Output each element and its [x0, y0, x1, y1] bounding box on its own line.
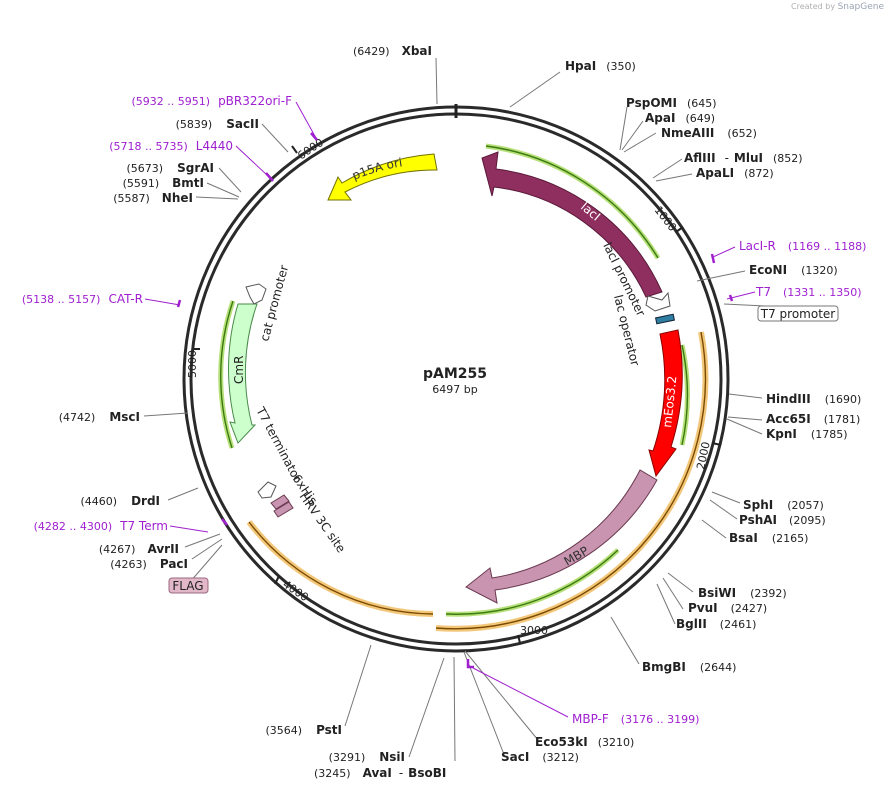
site-ApaLI: ApaLI(872) — [696, 166, 774, 180]
MBP-feature[interactable] — [465, 469, 658, 604]
site-labels-right: HpaI(350) PspOMI(645) ApaI(649) NmeAIII(… — [501, 59, 861, 764]
site-BsaI: BsaI(2165) — [729, 531, 808, 545]
FLAG-leader — [189, 544, 223, 583]
site-BmgBI: BmgBI(2644) — [642, 660, 736, 674]
site-ApaI: ApaI(649) — [645, 111, 715, 125]
site-SgrAI: (5673)SgrAI — [127, 161, 214, 175]
HRV-3C-block — [273, 501, 294, 518]
mEos-label: mEos3.2 — [660, 375, 679, 428]
CmR-feature[interactable] — [228, 303, 258, 444]
site-NsiI: (3291)NsiI — [329, 750, 405, 764]
site-AvrII: (4267)AvrII — [99, 542, 179, 556]
T7-terminator-arrow — [257, 481, 277, 499]
p15A-ori-feature[interactable] — [327, 153, 438, 201]
plasmid-name: pAM255 — [423, 366, 487, 382]
CmR-label: CmR — [232, 356, 246, 384]
tick-mark — [291, 145, 298, 154]
primer-LacI-R: LacI-R(1169 .. 1188) — [739, 239, 866, 253]
site-PshAI: PshAI(2095) — [739, 513, 826, 527]
leader-lines — [143, 57, 763, 762]
primer-T7: T7(1331 .. 1350) — [755, 285, 862, 299]
FLAG-box: FLAG — [168, 577, 209, 594]
lac-operator-block — [654, 313, 676, 325]
site-HpaI: HpaI(350) — [565, 59, 636, 73]
site-Acc65I: Acc65I(1781) — [766, 412, 860, 426]
6xHis-block — [270, 494, 290, 510]
T7-promoter-box: T7 promoter — [757, 305, 839, 322]
site-BmtI: (5591)BmtI — [123, 176, 204, 190]
svg-text:FLAG: FLAG — [172, 579, 203, 593]
T7-promoter-leader — [723, 303, 766, 307]
snapgene-logo: SnapGene — [837, 2, 884, 12]
primer-L4440: (5718 .. 5735)L4440 — [109, 139, 233, 153]
svg-text:T7 promoter: T7 promoter — [760, 307, 836, 321]
orf-arcs — [218, 143, 709, 632]
primer-labels: (5932 .. 5951)pBR322ori-F (5718 .. 5735)… — [22, 94, 867, 726]
primer-MBP-F: MBP-F(3176 .. 3199) — [572, 712, 699, 726]
tick-label-3000: 3000 — [520, 624, 548, 637]
site-NmeAIII: NmeAIII(652) — [661, 126, 757, 140]
T7-terminator-label: T7 terminator — [253, 404, 305, 484]
site-EcoNI: EcoNI(1320) — [749, 263, 838, 277]
primer-T7-Term: (4282 .. 4300)T7 Term — [34, 519, 168, 533]
tick-mark — [517, 634, 521, 644]
snapgene-credit: Created by SnapGene — [791, 2, 884, 12]
primer-CAT-R: (5138 .. 5157)CAT-R — [22, 292, 143, 306]
tick-mark — [711, 442, 722, 446]
site-KpnI: KpnI(1785) — [766, 427, 847, 441]
site-NheI: (5587)NheI — [113, 191, 193, 205]
cat-promoter-label: cat promoter — [257, 264, 291, 343]
tick-mark — [675, 226, 684, 233]
primer-lines — [144, 101, 756, 718]
site-HindIII: HindIII(1690) — [766, 392, 861, 406]
site-SacII: (5839)SacII — [176, 117, 259, 131]
HRV-3C-label: HRV 3C site — [297, 490, 349, 556]
site-BglII: BglII(2461) — [676, 617, 756, 631]
plasmid-size: 6497 bp — [432, 383, 477, 396]
lacI-promoter-arrow — [645, 291, 671, 312]
site-DrdI: (4460)DrdI — [80, 494, 160, 508]
cat-promoter-arrow — [245, 283, 267, 305]
site-MscI: (4742)MscI — [59, 410, 140, 424]
tick-mark — [274, 575, 280, 585]
site-BsiWI: BsiWI(2392) — [698, 586, 787, 600]
site-SphI: SphI(2057) — [743, 498, 824, 512]
tick-label-5000: 5000 — [186, 350, 199, 378]
site-SacI: SacI(3212) — [501, 750, 579, 764]
site-Eco53kI: Eco53kI(3210) — [535, 735, 634, 749]
mEos-feature[interactable] — [648, 329, 683, 478]
site-AflIII-MluI: AflIII-MluI(852) — [684, 151, 803, 165]
backbone — [182, 104, 730, 653]
primer-pBR322ori-F: (5932 .. 5951)pBR322ori-F — [132, 94, 293, 108]
lacI-feature[interactable] — [481, 151, 663, 298]
site-AvaI-BsoBI: (3245)AvaI-BsoBI — [314, 766, 446, 780]
site-PacI: (4263)PacI — [110, 557, 188, 571]
site-XbaI: (6429)XbaI — [353, 44, 432, 58]
site-PvuI: PvuI(2427) — [688, 601, 767, 615]
site-labels-left: (6429)XbaI (5839)SacII (5673)SgrAI (5591… — [59, 44, 432, 737]
site-PstI: (3564)PstI — [265, 723, 342, 737]
tick-label-2000: 2000 — [694, 441, 713, 471]
site-PspOMI: PspOMI(645) — [626, 96, 717, 110]
